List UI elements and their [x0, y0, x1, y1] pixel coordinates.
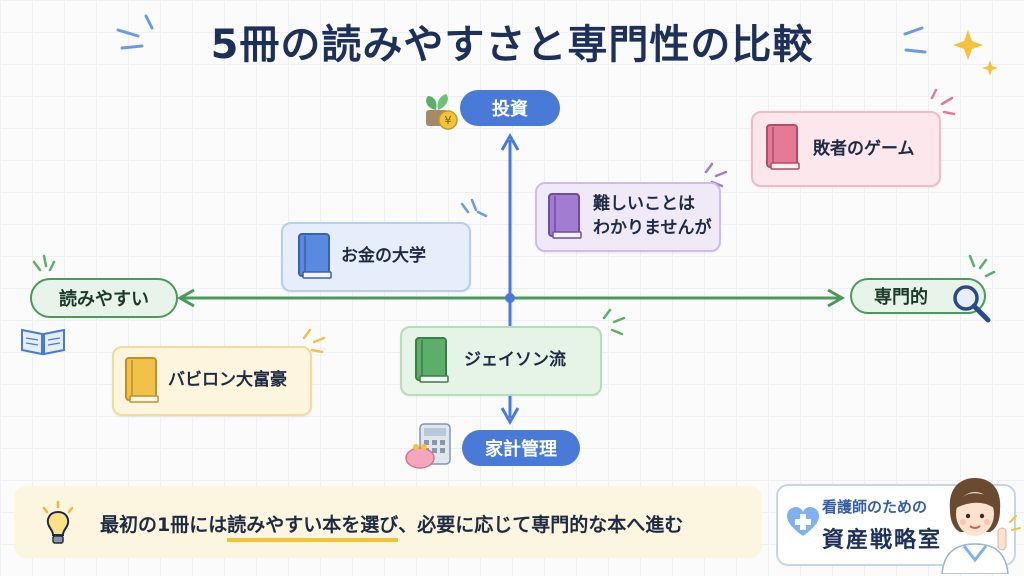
- book-card-haisha-no-game[interactable]: 敗者のゲーム: [751, 111, 941, 187]
- book-title-line2: わかりませんが: [593, 218, 712, 238]
- medical-cross-heart-icon: [787, 507, 819, 536]
- page-title: 5冊の読みやすさと専門性の比較: [210, 22, 814, 68]
- book-icon: [415, 337, 449, 383]
- book-icon: [125, 357, 159, 403]
- book-card-babylon[interactable]: バビロン大富豪: [112, 346, 312, 416]
- plant-coin-icon: ¥: [418, 88, 458, 132]
- axis-right-text: 専門的: [874, 287, 928, 308]
- title-sparkle-right: [903, 26, 927, 54]
- axis-label-top: 投資: [460, 90, 560, 126]
- book-title: ジェイソン流: [464, 350, 566, 370]
- open-book-icon: [18, 322, 68, 356]
- magnifier-icon: [950, 282, 994, 326]
- axis-left-text: 読みやすい: [59, 289, 149, 310]
- book-title-line1: 難しいことは: [593, 194, 695, 214]
- title-sparkle-left: [116, 14, 154, 50]
- book-title: お金の大学: [341, 246, 426, 266]
- axis-bottom-text: 家計管理: [485, 439, 557, 460]
- tip-text-before: 最初の1冊には: [100, 514, 228, 536]
- book-card-jason-ryu[interactable]: ジェイソン流: [400, 326, 602, 396]
- book-icon: [548, 193, 582, 239]
- calculator-purse-icon: [402, 422, 458, 470]
- book-icon: [298, 233, 332, 279]
- svg-text:¥: ¥: [445, 114, 452, 127]
- tip-text-after: 、必要に応じて専門的な本へ進む: [398, 514, 684, 536]
- book-card-muzukashii[interactable]: 難しいことは わかりませんが: [535, 182, 721, 252]
- axis-label-left: 読みやすい: [30, 278, 178, 318]
- axis-top-text: 投資: [492, 99, 528, 120]
- book-title: 敗者のゲーム: [813, 139, 915, 159]
- axis-label-bottom: 家計管理: [462, 430, 580, 466]
- nurse-avatar: [941, 478, 1021, 574]
- star-icon: [953, 30, 998, 76]
- tip-text-highlight: 読みやすい本を選び: [227, 514, 399, 542]
- book-title: バビロン大富豪: [168, 370, 287, 390]
- lightbulb-icon: [42, 500, 74, 544]
- book-icon: [766, 124, 800, 170]
- brand-line2: 資産戦略室: [822, 528, 943, 553]
- tip-text: 最初の1冊には読みやすい本を選び、必要に応じて専門的な本へ進む: [100, 510, 684, 542]
- book-card-okane-no-daigaku[interactable]: お金の大学: [281, 222, 471, 292]
- tip-banner: 最初の1冊には読みやすい本を選び、必要に応じて専門的な本へ進む: [14, 486, 762, 558]
- brand-line1: 看護師のための: [822, 498, 928, 516]
